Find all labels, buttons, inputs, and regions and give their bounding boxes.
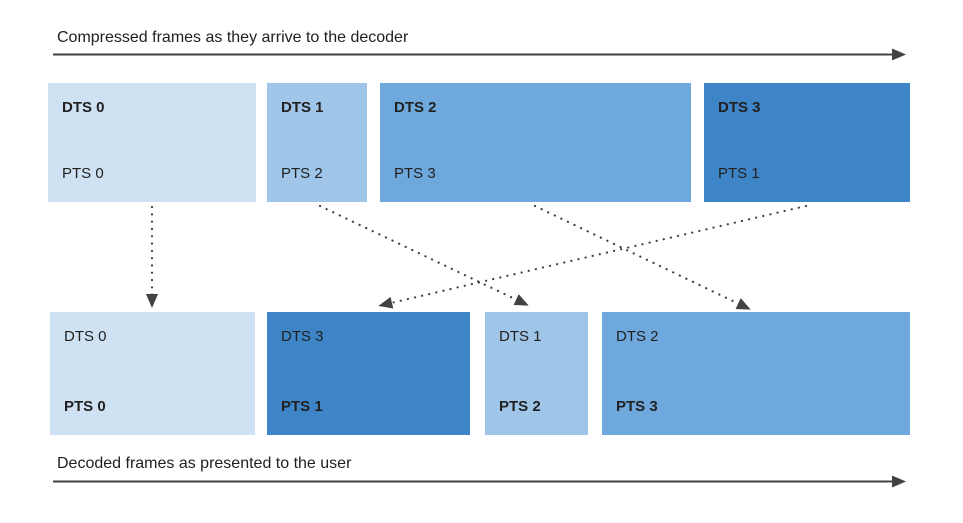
dts-label: DTS 2	[394, 99, 437, 116]
mapping-arrow-dts1	[318, 204, 529, 306]
dts-label: DTS 1	[499, 328, 542, 345]
decoded-frame-pts0: DTS 0 PTS 0	[50, 312, 255, 435]
decoded-frame-pts1: DTS 3 PTS 1	[267, 312, 470, 435]
compressed-track-label: Compressed frames as they arrive to the …	[57, 29, 409, 46]
pts-label: PTS 1	[718, 164, 760, 182]
mapping-arrow-dts3	[378, 204, 808, 309]
pts-label: PTS 2	[499, 397, 541, 415]
decoded-frame-pts2: DTS 1 PTS 2	[485, 312, 588, 435]
decoded-frame-pts3: DTS 2 PTS 3	[602, 312, 910, 435]
dts-label: DTS 2	[616, 328, 659, 345]
dts-label: DTS 0	[62, 99, 105, 116]
pts-label: PTS 2	[281, 164, 323, 182]
decoded-track-label: Decoded frames as presented to the user	[57, 455, 352, 472]
pts-label: PTS 3	[616, 397, 658, 415]
compressed-frame-dts0: DTS 0 PTS 0	[48, 83, 256, 202]
dts-label: DTS 1	[281, 99, 324, 116]
pts-label: PTS 0	[64, 397, 106, 415]
pts-label: PTS 0	[62, 164, 104, 182]
mapping-arrow-dts2	[533, 204, 751, 310]
compressed-frame-dts2: DTS 2 PTS 3	[380, 83, 691, 202]
compressed-frame-dts1: DTS 1 PTS 2	[267, 83, 367, 202]
dts-label: DTS 3	[281, 328, 324, 345]
pts-label: PTS 3	[394, 164, 436, 182]
compressed-frame-dts3: DTS 3 PTS 1	[704, 83, 910, 202]
dts-label: DTS 0	[64, 328, 107, 345]
pts-label: PTS 1	[281, 397, 323, 415]
dts-label: DTS 3	[718, 99, 761, 116]
